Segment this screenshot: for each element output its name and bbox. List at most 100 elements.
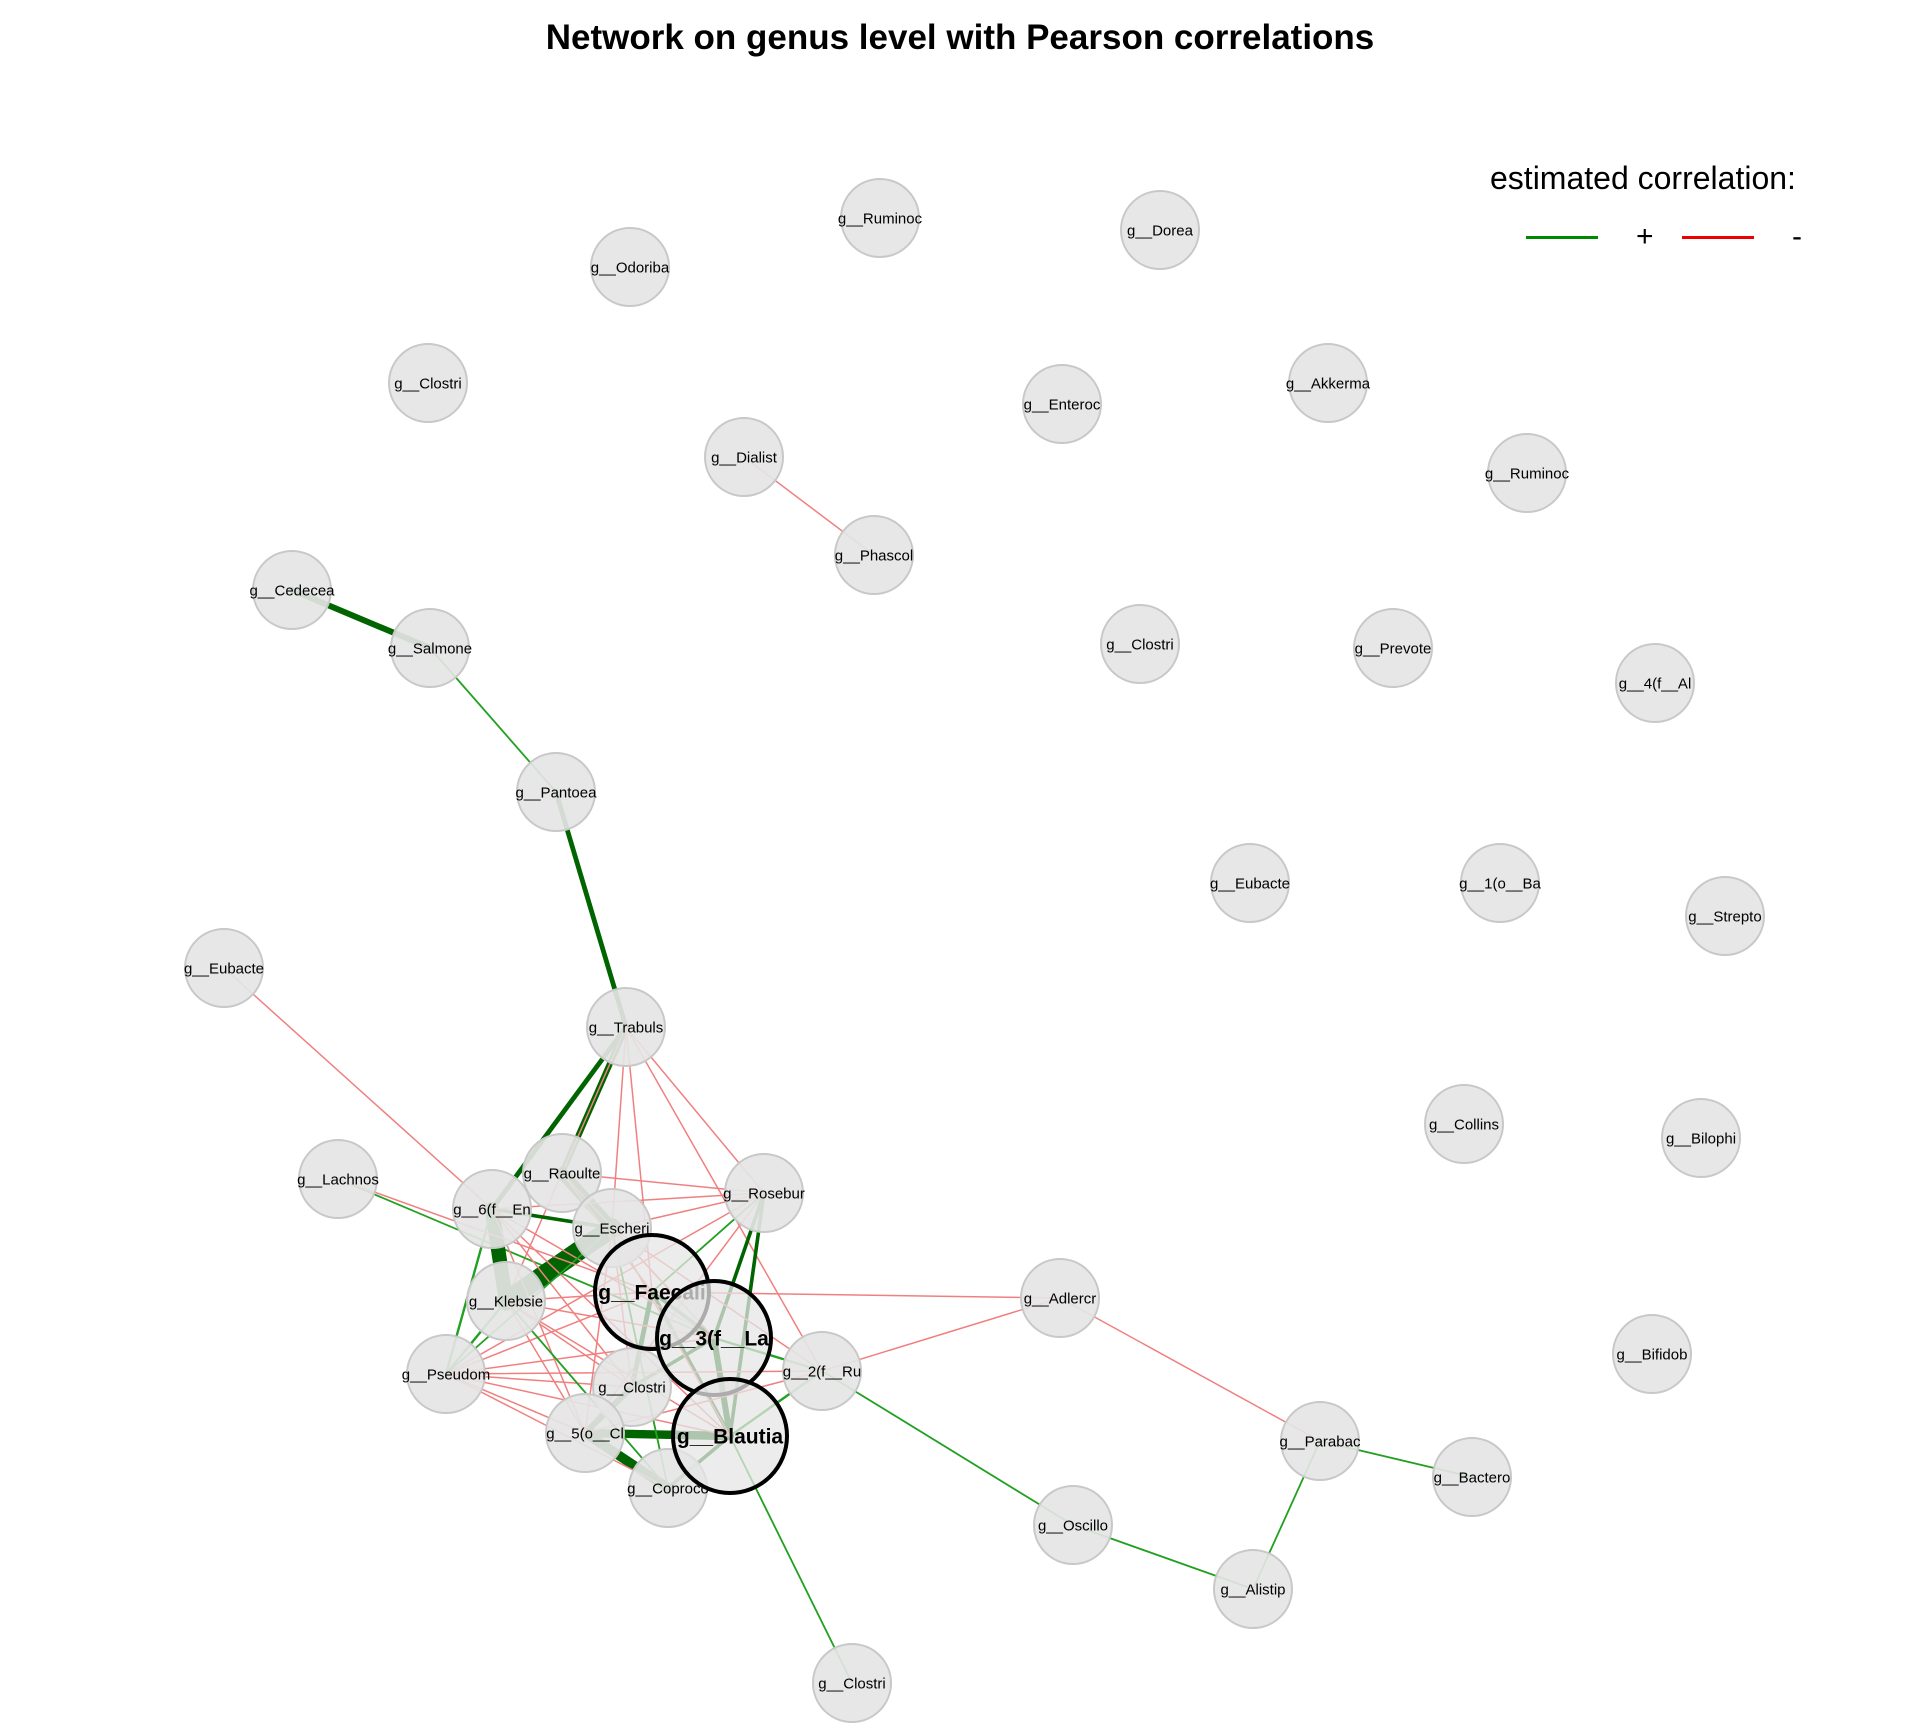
- node-circle: [516, 752, 596, 832]
- node-strepto: g__Strepto: [1685, 876, 1765, 956]
- node-circle: [834, 515, 914, 595]
- node-label: g__4(f__Al: [1619, 676, 1692, 693]
- node-f3la: g__3(f__La: [655, 1279, 773, 1397]
- node-f6en: g__6(f__En: [452, 1169, 532, 1249]
- node-label: g__Eubacte: [1210, 876, 1290, 893]
- node-circle: [1210, 843, 1290, 923]
- legend-item-negative: -: [1682, 220, 1802, 254]
- node-circle: [1615, 643, 1695, 723]
- node-label: g__1(o__Ba: [1459, 876, 1541, 893]
- node-label: g__Dialist: [711, 450, 778, 467]
- node-label: g__Clostri: [598, 1380, 666, 1397]
- node-ruminoc1: g__Ruminoc: [838, 178, 923, 258]
- node-circle: [1612, 1314, 1692, 1394]
- node-raoulte: g__Raoulte: [522, 1133, 602, 1213]
- node-label: g__Odoriba: [591, 260, 670, 277]
- node-circle: [1033, 1485, 1113, 1565]
- node-label: g__5(o__Cl: [546, 1426, 624, 1443]
- node-label: g__Clostri: [1106, 637, 1174, 654]
- node-eubacte2: g__Eubacte: [184, 928, 264, 1008]
- node-clostri4: g__Clostri: [812, 1643, 892, 1723]
- node-oscillo: g__Oscillo: [1033, 1485, 1113, 1565]
- node-circle: [724, 1153, 804, 1233]
- node-odoriba: g__Odoriba: [590, 227, 670, 307]
- node-label: g__Clostri: [394, 376, 462, 393]
- node-circle: [1100, 604, 1180, 684]
- node-pantoea: g__Pantoea: [516, 752, 597, 832]
- edge-adlercr-parabac: [1059, 1297, 1321, 1442]
- node-circle: [1020, 1258, 1100, 1338]
- node-enteroc: g__Enteroc: [1022, 364, 1102, 444]
- node-salmone: g__Salmone: [388, 608, 472, 688]
- legend-line-negative: [1682, 235, 1754, 239]
- node-label: g__2(f__Ru: [783, 1364, 861, 1381]
- node-circle: [388, 343, 468, 423]
- node-label: g__Lachnos: [297, 1172, 379, 1189]
- node-circle: [1487, 433, 1567, 513]
- legend: estimated correlation: + -: [1490, 160, 1890, 253]
- node-circle: [812, 1643, 892, 1723]
- node-o5cl: g__5(o__Cl: [545, 1393, 625, 1473]
- node-label: g__Rosebur: [723, 1186, 805, 1203]
- node-circle: [1120, 190, 1200, 270]
- node-f2ru: g__2(f__Ru: [782, 1331, 862, 1411]
- node-pseudom: g__Pseudom: [402, 1334, 490, 1414]
- node-phascol: g__Phascol: [834, 515, 914, 595]
- node-circle: [704, 417, 784, 497]
- edge-adlercr-f2ru: [821, 1297, 1061, 1372]
- node-circle: [1022, 364, 1102, 444]
- node-label: g__Parabac: [1280, 1434, 1361, 1451]
- node-label: g__Ruminoc: [838, 211, 923, 228]
- node-circle: [1353, 608, 1433, 688]
- node-circle: [671, 1377, 789, 1495]
- node-clostri3: g__Clostri: [592, 1347, 672, 1427]
- node-label: g__Adlercr: [1024, 1291, 1097, 1308]
- node-label: g__Bifidob: [1617, 1347, 1688, 1364]
- legend-title: estimated correlation:: [1490, 160, 1796, 196]
- node-label: g__6(f__En: [453, 1202, 531, 1219]
- node-dorea: g__Dorea: [1120, 190, 1200, 270]
- node-label: g__Oscillo: [1038, 1518, 1108, 1535]
- node-f4al: g__4(f__Al: [1615, 643, 1695, 723]
- node-label: g__Prevote: [1355, 641, 1432, 658]
- node-circle: [1288, 343, 1368, 423]
- chart-title: Network on genus level with Pearson corr…: [545, 18, 1375, 57]
- node-label: g__3(f__La: [659, 1328, 769, 1351]
- node-clostri2: g__Clostri: [1100, 604, 1180, 684]
- node-label: g__Akkerma: [1286, 376, 1371, 393]
- node-label: g__Blautia: [677, 1426, 784, 1449]
- node-label: g__Enteroc: [1024, 397, 1101, 414]
- node-label: g__Ruminoc: [1485, 466, 1570, 483]
- node-label: g__Alistip: [1220, 1582, 1285, 1599]
- node-label: g__Bactero: [1434, 1470, 1511, 1487]
- node-circle: [1432, 1437, 1512, 1517]
- node-lachnos: g__Lachnos: [297, 1139, 379, 1219]
- node-akkerma: g__Akkerma: [1286, 343, 1371, 423]
- node-ruminoc2: g__Ruminoc: [1485, 433, 1570, 513]
- legend-symbol-negative: -: [1792, 220, 1802, 253]
- edge-f2ru-oscillo: [821, 1370, 1074, 1526]
- node-label: g__Collins: [1429, 1117, 1499, 1134]
- edge-pantoea-trabuls: [553, 789, 629, 1030]
- node-clostri1: g__Clostri: [388, 343, 468, 423]
- node-o1ba: g__1(o__Ba: [1459, 843, 1542, 923]
- node-circle: [298, 1139, 378, 1219]
- node-circle: [390, 608, 470, 688]
- node-label: g__Phascol: [835, 548, 913, 565]
- node-blautia: g__Blautia: [671, 1377, 789, 1495]
- node-label: g__Cedecea: [249, 583, 335, 600]
- node-circle: [466, 1261, 546, 1341]
- node-label: g__Clostri: [818, 1676, 886, 1693]
- node-circle: [1213, 1549, 1293, 1629]
- node-circle: [1460, 843, 1540, 923]
- node-circle: [406, 1334, 486, 1414]
- node-circle: [1424, 1084, 1504, 1164]
- node-circle: [1685, 876, 1765, 956]
- node-label: g__Eubacte: [184, 961, 264, 978]
- legend-line-positive: [1526, 235, 1598, 239]
- node-label: g__Strepto: [1688, 909, 1761, 926]
- node-label: g__Raoulte: [524, 1166, 601, 1183]
- nodes-layer: g__Ruminoc g__Odoriba g__Dorea g__Clostri g_…: [184, 178, 1765, 1723]
